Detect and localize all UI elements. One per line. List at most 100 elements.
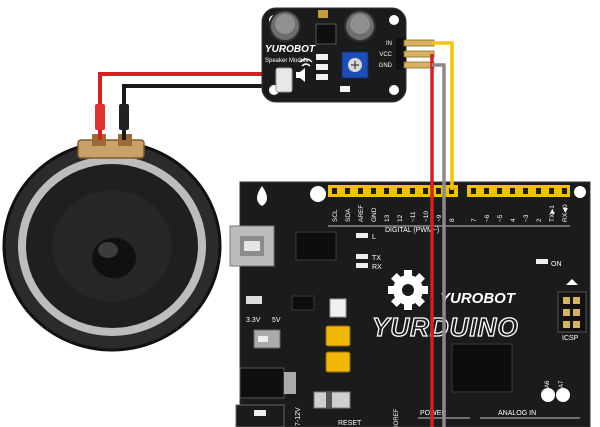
wire-in-to-pin8 [432, 41, 454, 190]
speaker-dustcap-highlight [98, 242, 118, 258]
speaker-wire-red-sleeve [95, 104, 105, 130]
module-hole [389, 15, 399, 25]
module-pin-vcc [403, 50, 435, 58]
power-regulator [239, 367, 285, 399]
module-resistor [316, 74, 328, 80]
main-microcontroller [451, 343, 513, 393]
speaker-terminal-block [77, 139, 145, 159]
wire-gnd-to-gnd [432, 63, 446, 427]
regulator-chip [291, 295, 315, 311]
header-pin-label: 13 [384, 214, 391, 222]
speaker-symbol-icon [296, 68, 305, 82]
smd-component [246, 296, 262, 304]
led-rx [356, 263, 368, 268]
icsp-header [557, 291, 587, 333]
module-capacitor-left-top [275, 14, 295, 34]
header-pin-label: SCL [332, 209, 339, 222]
header-pin-hole [484, 188, 489, 194]
header-pin-label: 8 [449, 218, 456, 222]
module-capacitor-right-top [350, 14, 370, 34]
header-pin-label: GND [371, 207, 378, 222]
sound-wave-icon [299, 58, 313, 67]
header-pin-hole [423, 188, 428, 194]
led-rx-label: RX [372, 264, 382, 271]
tantalum-capacitor [325, 351, 351, 373]
header-pin-label: AREF [358, 205, 365, 222]
board-drop-logo-icon [257, 186, 267, 206]
signal-wires [430, 41, 454, 427]
header-pin-hole [510, 188, 515, 194]
tantalum-capacitor [325, 325, 351, 347]
header-pin-hole [345, 188, 350, 194]
label-5v: 5V [272, 317, 281, 324]
speaker-wire-black [122, 84, 276, 140]
power-jack-contact [254, 410, 266, 416]
module-hole [389, 85, 399, 95]
header-pin-hole [536, 188, 541, 194]
header-pin-hole [523, 188, 528, 194]
icsp-pin [563, 309, 570, 316]
led-tx-label: TX [372, 255, 381, 262]
header-pin-label: ~3 [523, 214, 530, 222]
header-pin-hole [471, 188, 476, 194]
board-mount-hole [310, 186, 326, 202]
header-pin-hole [410, 188, 415, 194]
header-pin-label: 12 [397, 214, 404, 222]
led-l-label: L [372, 234, 376, 241]
speaker-wire-black-sleeve [119, 104, 129, 130]
header-pin-label: SDA [345, 208, 352, 222]
module-pin-gnd [403, 61, 435, 69]
header-pin-hole [332, 188, 337, 194]
power-regulator-tab [284, 372, 296, 394]
module-amplifier-chip [315, 23, 337, 45]
module-brand: YUROBOT [265, 44, 316, 55]
ioref-label: IOREF [394, 408, 400, 427]
speaker-module: YUROBOT Speaker Module IN VCC GND [261, 7, 435, 103]
header-pin-label: ~9 [436, 214, 443, 222]
a7-label: A7 [559, 380, 565, 388]
icsp-pin [573, 297, 580, 304]
led-l [356, 233, 368, 238]
board-brand: YUROBOT [440, 290, 517, 307]
header-pin-hole [384, 188, 389, 194]
board-mount-hole [556, 388, 570, 402]
led-on-label: ON [551, 261, 562, 268]
header-pin-label: 7 [471, 218, 478, 222]
header-pin-label: 2 [536, 218, 543, 222]
header-pin-hole [397, 188, 402, 194]
icsp-pin [563, 321, 570, 328]
led-tx [356, 254, 368, 259]
digital-header-right [467, 185, 570, 197]
voltage-switch-slider [258, 336, 268, 342]
icsp-pin [573, 321, 580, 328]
icsp-arrow-icon [566, 279, 578, 285]
module-potentiometer-slot [351, 61, 359, 69]
icsp-label: ICSP [562, 335, 579, 342]
speaker [2, 134, 222, 352]
module-pin-label-in: IN [386, 41, 392, 47]
crystal [329, 298, 347, 318]
header-pin-label: RX◀0 [562, 204, 569, 222]
icsp-pin [573, 309, 580, 316]
header-pin-hole [358, 188, 363, 194]
header-pin-hole [436, 188, 441, 194]
header-pin-hole [562, 188, 567, 194]
usb-connector-tongue [244, 241, 260, 251]
module-component [318, 10, 328, 18]
board-mount-hole [541, 388, 555, 402]
module-resistor [316, 64, 328, 70]
module-speaker-connector [275, 67, 293, 93]
module-pin-in [403, 39, 435, 47]
digital-header-holes [332, 188, 567, 194]
module-pin-label-vcc: VCC [379, 52, 392, 58]
header-pin-hole [549, 188, 554, 194]
module-resistor [316, 54, 328, 60]
header-pin-label: TX▶1 [549, 205, 556, 222]
board-mount-hole [574, 186, 586, 198]
header-pin-hole [497, 188, 502, 194]
header-pin-label: ~6 [484, 214, 491, 222]
analog-label: ANALOG IN [498, 410, 536, 417]
